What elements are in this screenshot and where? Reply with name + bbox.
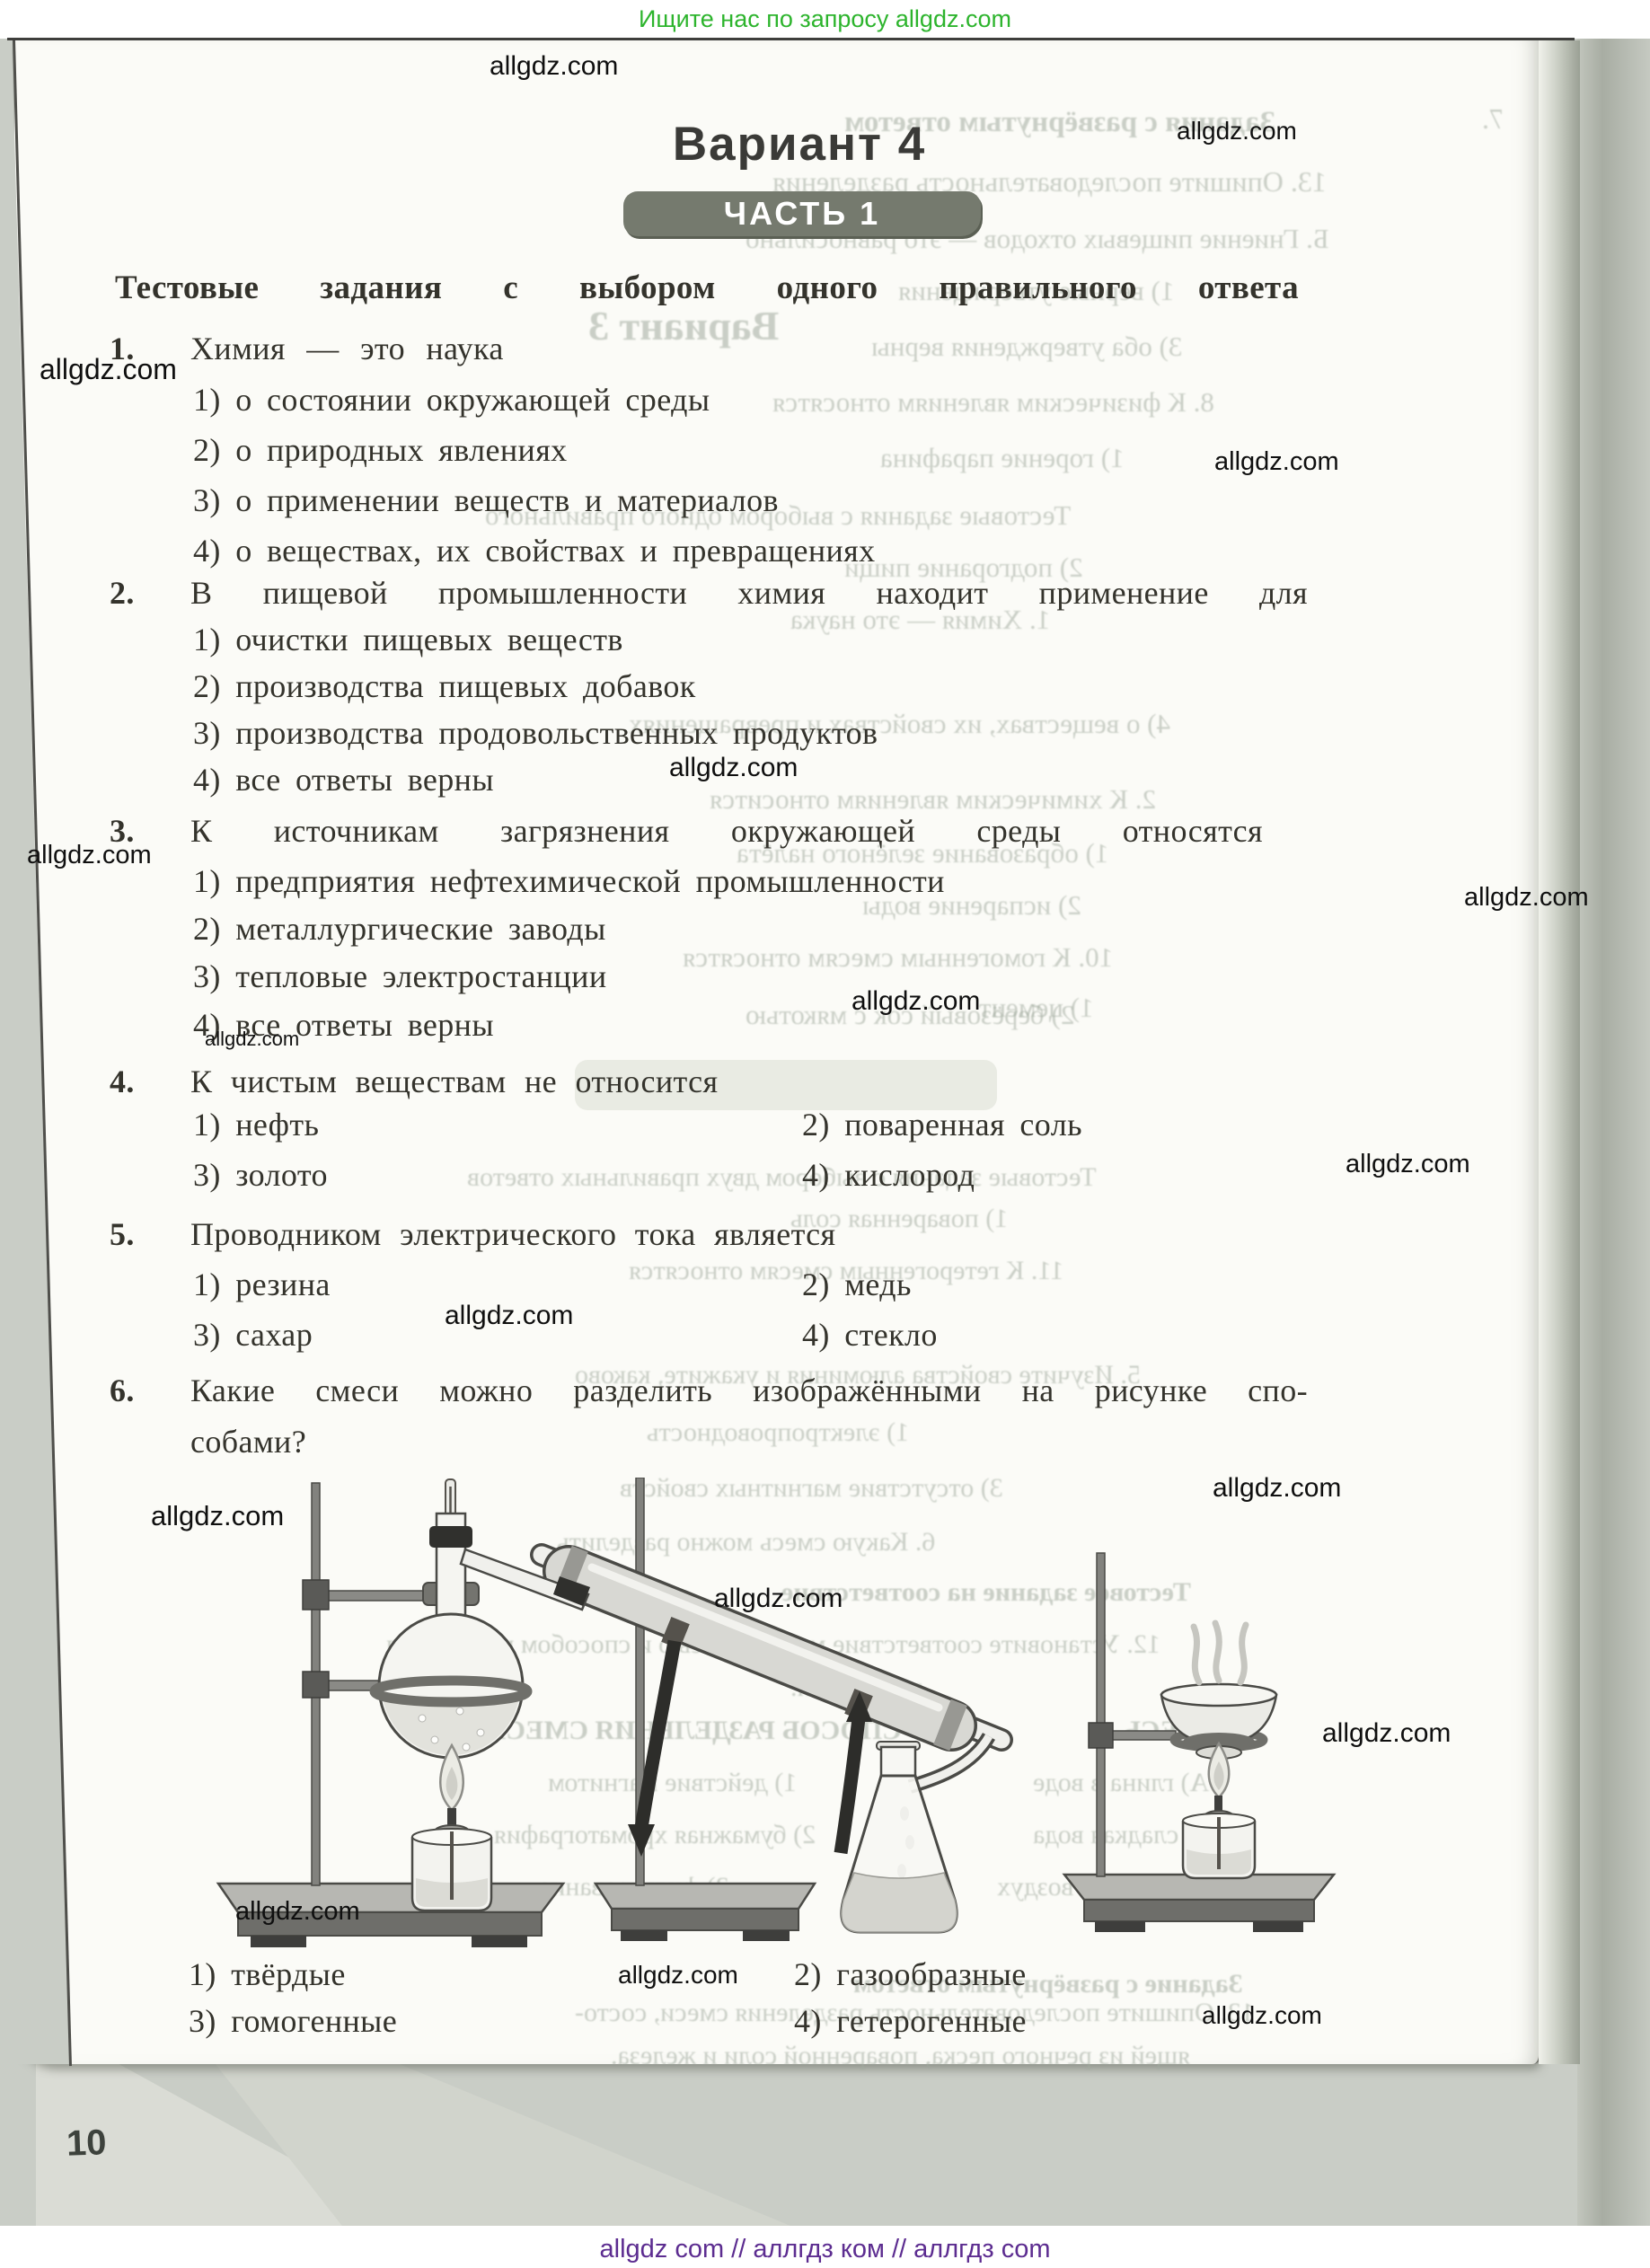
answer-option: 2) поваренная соль [802,1107,1082,1143]
answer-option: 3) гомогенные [189,2003,398,2039]
answer-option: 1) очистки пищевых веществ [193,622,623,657]
clamp-ring [302,1671,383,1699]
allgdz-watermark: allgdz.com [205,1028,300,1050]
question-text: К чистым веществам не относится [190,1063,719,1099]
page-number: 10 [66,2122,108,2164]
bleed-through-text: 2. К химическим явлениям относится [710,783,1156,815]
answer-option: 2) производства пищевых добавок [193,668,696,704]
answer-option: 4) гетерогенные [794,2003,1027,2039]
footer-strip: allgdz com // аллгдз ком // аллгдз com [0,2226,1650,2268]
answer-option: 3) сахар [193,1317,313,1353]
allgdz-watermark: allgdz.com [1346,1150,1470,1178]
stand-base-middle [593,1882,817,1941]
bleed-through-text: 8. К физическим явлениям относятся [772,386,1214,418]
answer-option: 4) о веществах, их свойствах и превращен… [193,533,876,569]
answer-option: 4) все ответы верны [193,1007,494,1043]
bleed-through-badge [575,1060,997,1110]
question-text: К источникам загрязнения окружающей сред… [190,813,1263,849]
page-title: Вариант 4 [672,118,927,171]
allgdz-watermark: allgdz.com [669,753,799,782]
evaporating-dish-setup [1088,1619,1278,1760]
question-text: В пищевой промышленности химия находит п… [190,575,1308,611]
answer-option: 4) все ответы верны [193,762,494,798]
allgdz-watermark: allgdz.com [27,841,152,869]
section-heading: Тестовые задания с выбором одного правил… [115,269,1299,306]
allgdz-watermark: allgdz.com [1214,447,1339,476]
allgdz-watermark: allgdz.com [235,1897,360,1926]
allgdz-watermark: allgdz.com [1464,883,1589,912]
answer-option: 2) металлургические заводы [193,911,606,947]
allgdz-watermark: allgdz.com [851,986,981,1016]
answer-option: 2) о природных явлениях [193,432,568,468]
stand-rod-middle [635,1478,645,1886]
bleed-through-text: 1) горение парафина [880,442,1125,473]
footer-text: allgdz com // аллгдз ком // аллгдз com [599,2235,1051,2264]
allgdz-watermark: allgdz.com [618,1961,738,1989]
stand-base-right [1062,1873,1337,1932]
condenser [530,1543,1013,1752]
answer-option: 3) золото [193,1157,328,1193]
bleed-through-text: Вариант 3 [588,303,780,349]
answer-option: 1) резина [193,1266,331,1302]
round-bottom-flask [369,1512,533,1760]
question-number: 1. [110,331,135,366]
allgdz-watermark: allgdz.com [1202,2001,1322,2029]
allgdz-watermark: allgdz.com [1177,117,1297,145]
question-text-line2: собами? [190,1424,307,1460]
answer-option: 4) стекло [802,1317,938,1353]
promo-line: Ищите нас по запросу allgdz.com [639,5,1011,32]
allgdz-watermark: allgdz.com [714,1584,843,1613]
part-badge: ЧАСТЬ 1 [623,191,981,236]
question-text: Проводником электрического тока является [190,1216,836,1252]
question-number: 5. [110,1216,135,1252]
answer-option: 3) производства продовольственных продук… [193,715,878,751]
page-curl-shadow [1539,40,1580,2064]
allgdz-watermark: allgdz.com [445,1301,574,1330]
arm-joint-stopper [553,1576,590,1606]
question-text-line1: Какие смеси можно разделить изображённым… [190,1372,1308,1408]
question-number: 3. [110,813,135,849]
spirit-lamp-right [1181,1741,1257,1880]
question-number: 4. [110,1063,135,1099]
allgdz-watermark: allgdz.com [40,353,177,385]
book-edge-shading [1577,39,1650,2226]
bleed-through-text: 1) электропроводность [647,1417,910,1447]
allgdz-watermark: allgdz.com [1213,1473,1342,1503]
answer-option: 3) тепловые электростанции [193,958,607,994]
question-number: 2. [110,575,135,611]
answer-option: 4) кислород [802,1157,975,1193]
question-number: 6. [110,1372,135,1408]
answer-option: 1) о состоянии окружающей среды [193,382,710,418]
answer-option: 1) твёрдые [189,1956,346,1992]
page-top-edge-line [7,38,1575,40]
conical-flask [840,1741,958,1934]
allgdz-watermark: allgdz.com [1322,1718,1451,1748]
bleed-through-text: ящей из речного песка, поваренной соли и… [611,2041,1190,2070]
answer-option: 1) предприятия нефтехимической промышлен… [193,863,945,899]
answer-option: 3) о применении веществ и материалов [193,482,779,518]
spirit-lamp-left [410,1743,493,1912]
stand-rod-right [1096,1552,1106,1877]
apparatus-figure [216,1478,1337,1947]
answer-option: 2) газообразные [794,1956,1027,1992]
workbook-page [14,40,1541,2064]
answer-option: 1) нефть [193,1107,320,1143]
allgdz-watermark: allgdz.com [490,51,619,81]
allgdz-watermark: allgdz.com [151,1500,285,1531]
bleed-through-text: 3) оба утверждения верны [871,331,1183,362]
bleed-through-text: 7. [1482,102,1504,135]
water-hoses [628,1616,873,1857]
bleed-through-text: Тестовые задания с выбором двух правильн… [467,1162,1097,1192]
question-text: Химия — это наука [190,331,504,366]
answer-option: 2) медь [802,1266,912,1302]
bleed-through-text: 10. К гомогенным смесям относятся [683,941,1114,973]
